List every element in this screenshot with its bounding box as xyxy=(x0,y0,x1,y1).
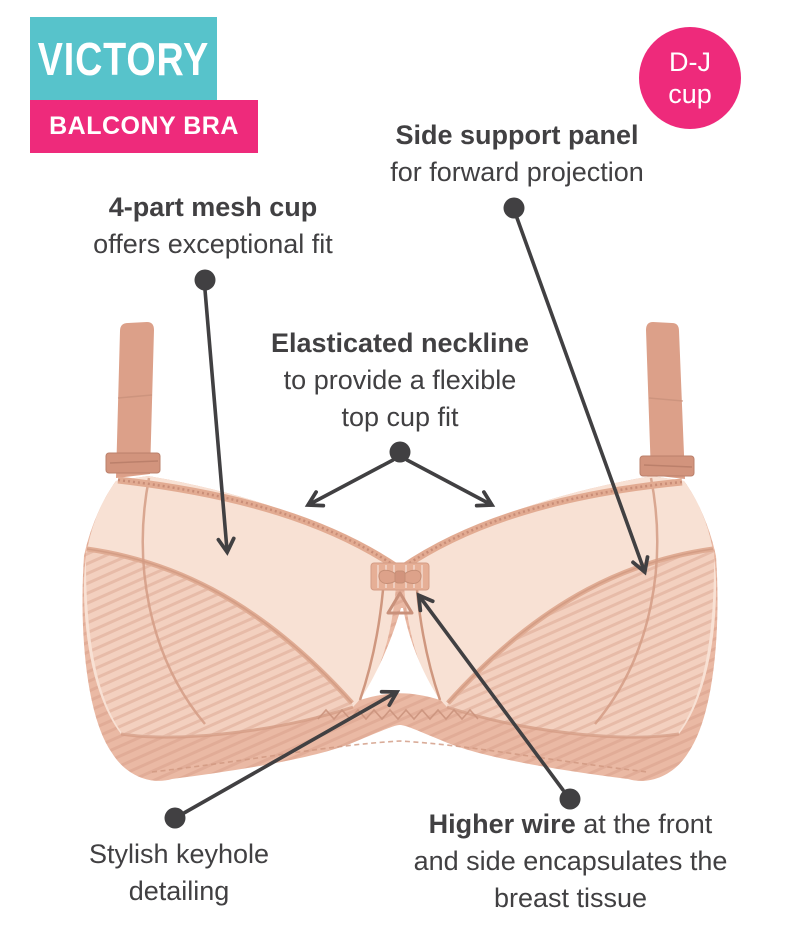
pointer-keyhole xyxy=(164,689,401,829)
strap-sliders xyxy=(105,452,695,477)
bow-icon xyxy=(378,569,422,584)
annotation-mesh-cup: 4-part mesh cup offers exceptional fit xyxy=(58,189,368,263)
brand-badge-label: VICTORY xyxy=(37,32,210,85)
centre-gore xyxy=(370,562,430,615)
charm-icon xyxy=(386,591,414,615)
annotation-higher-wire-line1-rest: at the front xyxy=(575,809,713,839)
annotation-keyhole-line1: Stylish keyhole xyxy=(88,839,270,869)
keyhole-opening xyxy=(360,608,440,700)
annotation-neckline: Elasticated neckline to provide a flexib… xyxy=(235,325,565,436)
annotation-neckline-line2: to provide a flexible xyxy=(283,365,517,395)
bra-illustration xyxy=(82,322,718,781)
right-lower-cup xyxy=(447,551,715,736)
left-lower-cup xyxy=(85,551,353,736)
pointer-side-support xyxy=(503,197,650,576)
annotation-neckline-line3: top cup fit xyxy=(341,402,459,432)
product-badge: BALCONY BRA xyxy=(30,100,258,153)
annotation-mesh-cup-text: offers exceptional fit xyxy=(93,229,333,259)
annotation-higher-wire-line3: breast tissue xyxy=(493,883,648,913)
annotation-keyhole-line2: detailing xyxy=(128,876,230,906)
left-strap xyxy=(116,322,154,478)
neckline-elastic xyxy=(117,476,683,571)
right-strap xyxy=(646,322,685,479)
annotation-higher-wire: Higher wire at the front and side encaps… xyxy=(388,806,753,917)
annotation-side-support-title: Side support panel xyxy=(395,120,639,150)
annotation-higher-wire-line1: Higher wire at the front xyxy=(388,806,753,843)
annotation-keyhole: Stylish keyhole detailing xyxy=(44,836,314,910)
cup-range-line1: D-J xyxy=(669,47,711,77)
annotation-side-support: Side support panel for forward projectio… xyxy=(352,117,682,191)
annotation-neckline-title: Elasticated neckline xyxy=(270,328,530,358)
pointer-mesh-cup xyxy=(194,269,236,556)
cup-range-badge: D-J cup xyxy=(639,27,741,129)
cup-range-line2: cup xyxy=(668,79,712,109)
annotation-side-support-text: for forward projection xyxy=(390,157,644,187)
pointer-higher-wire xyxy=(416,592,581,810)
annotation-pointers xyxy=(164,197,650,829)
brand-badge: VICTORY xyxy=(30,17,217,100)
annotation-higher-wire-bold: Higher wire xyxy=(428,809,576,839)
band-stitching xyxy=(151,708,649,773)
annotation-higher-wire-line2: and side encapsulates the xyxy=(413,846,728,876)
product-badge-label: BALCONY BRA xyxy=(49,112,239,140)
annotation-mesh-cup-title: 4-part mesh cup xyxy=(108,192,318,222)
pointer-neckline xyxy=(304,441,496,508)
